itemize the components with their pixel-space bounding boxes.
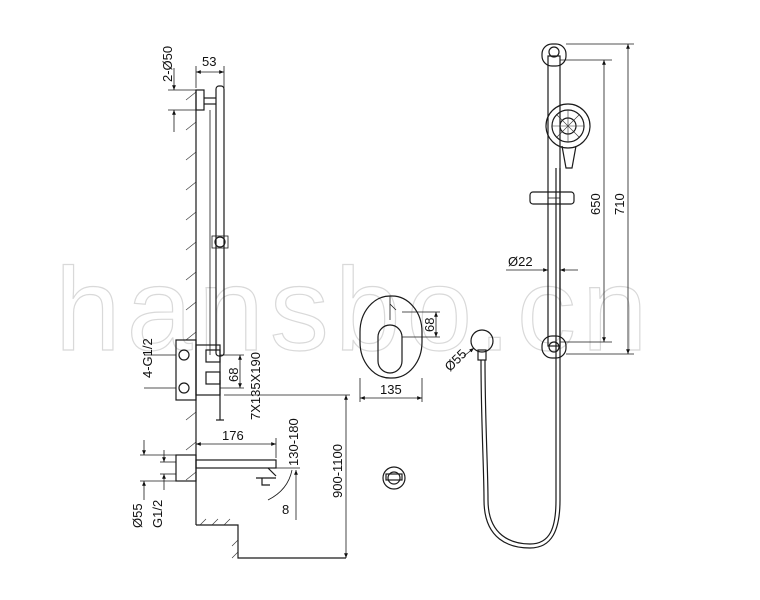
mixer-plate <box>195 344 221 396</box>
dim-53: 53 <box>202 54 216 69</box>
floor-line <box>196 524 346 559</box>
slider-knob <box>214 236 226 248</box>
spout-front-view <box>382 466 406 490</box>
dim-g12-spout: G1/2 <box>150 500 165 528</box>
dim-55-spout: Ø55 <box>130 503 145 528</box>
dim-135: 135 <box>380 382 402 397</box>
side-view: 2-Ø50 53 4-G1/2 68 7X135X190 176 130-180… <box>130 46 350 559</box>
mixer-front-view: 68 135 <box>359 295 440 402</box>
top-bracket-front <box>541 43 567 67</box>
dim-650: 650 <box>588 193 603 215</box>
shower-handle <box>561 145 577 169</box>
dim-2-50: 2-Ø50 <box>160 46 175 82</box>
spout-base <box>175 454 197 482</box>
floor-hatch <box>199 518 239 559</box>
dim-4-g12: 4-G1/2 <box>140 338 155 378</box>
wall-outlet <box>470 329 494 353</box>
front-slider <box>529 191 575 205</box>
shower-head <box>545 103 591 149</box>
dim-130-180: 130-180 <box>286 418 301 466</box>
front-view: Ø55 Ø22 650 710 <box>442 43 634 549</box>
dim-8: 8 <box>282 502 289 517</box>
dim-68-left: 68 <box>226 368 241 382</box>
mixer-handle-front <box>377 324 403 374</box>
dim-900-1100: 900-1100 <box>330 444 345 498</box>
hose <box>480 168 561 549</box>
dim-68-plate: 68 <box>422 318 437 332</box>
dim-176: 176 <box>222 428 244 443</box>
front-rail <box>547 55 561 347</box>
spout <box>195 459 277 469</box>
wall-hatch <box>185 91 197 481</box>
bottom-bracket-front <box>541 335 567 359</box>
top-bracket <box>195 89 205 111</box>
dim-box: 7X135X190 <box>248 352 263 420</box>
watermark-text: hansbo.cn <box>55 244 654 376</box>
dim-710: 710 <box>612 193 627 215</box>
dim-22: Ø22 <box>508 254 533 269</box>
